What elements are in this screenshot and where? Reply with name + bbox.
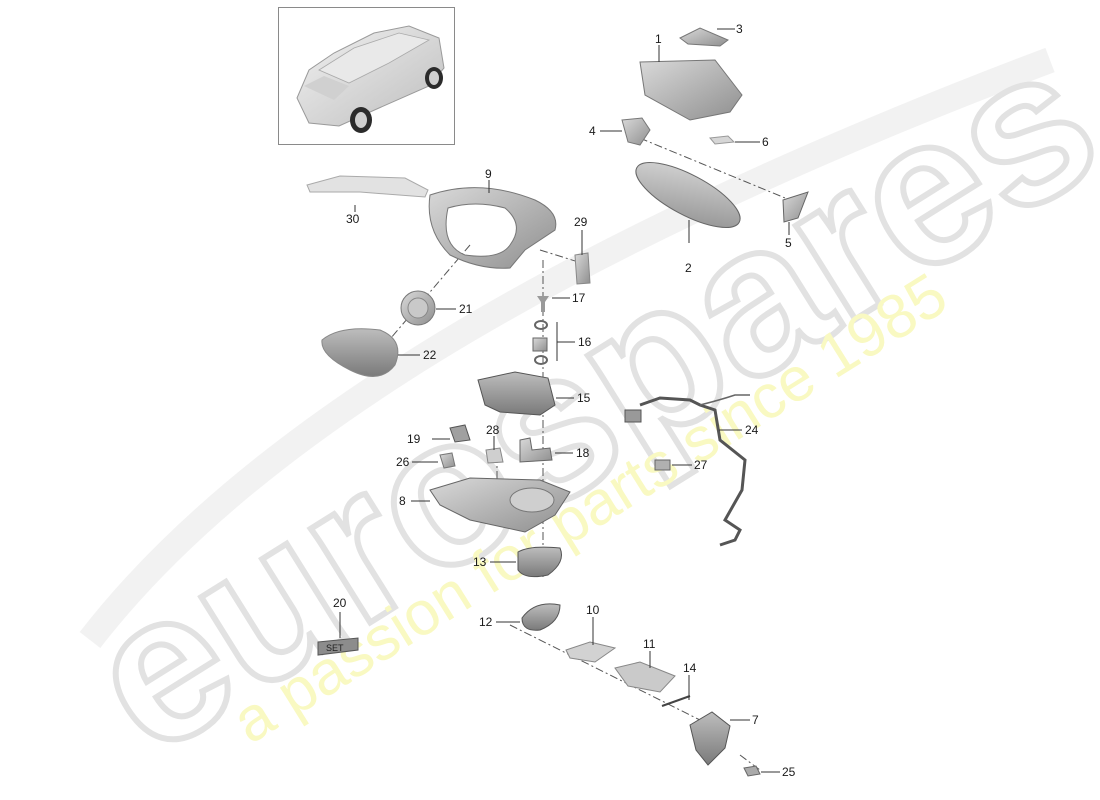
part-14 (661, 695, 691, 707)
callout-18[interactable]: 18 (576, 446, 590, 460)
callout-15[interactable]: 15 (577, 391, 591, 405)
part-5 (782, 191, 809, 223)
part-20 (317, 637, 359, 656)
callout-6[interactable]: 6 (762, 135, 769, 149)
callout-12[interactable]: 12 (479, 615, 493, 629)
part-10 (565, 641, 617, 663)
callout-24[interactable]: 24 (745, 423, 759, 437)
callout-2[interactable]: 2 (685, 261, 692, 275)
part-16 (532, 337, 548, 352)
part-24 (639, 396, 747, 547)
callout-14[interactable]: 14 (683, 661, 697, 675)
callout-16[interactable]: 16 (578, 335, 592, 349)
callout-4[interactable]: 4 (589, 124, 596, 138)
part-30 (306, 175, 429, 198)
part-16-ring (534, 320, 548, 330)
part-7 (689, 711, 731, 766)
part-9 (428, 187, 557, 269)
vehicle-thumbnail (278, 7, 455, 145)
callout-20[interactable]: 20 (333, 596, 347, 610)
part-6 (709, 135, 736, 145)
part-15 (477, 371, 556, 416)
callout-29[interactable]: 29 (574, 215, 588, 229)
part-25 (743, 765, 761, 777)
part-12 (521, 603, 561, 631)
part-19 (449, 424, 471, 443)
callout-22[interactable]: 22 (423, 348, 437, 362)
callout-8[interactable]: 8 (399, 494, 406, 508)
part-11 (614, 661, 676, 693)
car-icon (296, 25, 445, 133)
callout-1[interactable]: 1 (655, 32, 662, 46)
part-22 (321, 328, 399, 377)
callout-10[interactable]: 10 (586, 603, 600, 617)
part-18 (519, 437, 553, 463)
part-1 (639, 59, 743, 121)
callout-11[interactable]: 11 (643, 637, 656, 651)
callout-25[interactable]: 25 (782, 765, 796, 779)
part-29 (574, 252, 591, 285)
part-2 (635, 162, 741, 228)
callout-17[interactable]: 17 (572, 291, 586, 305)
callout-13[interactable]: 13 (473, 555, 487, 569)
callout-19[interactable]: 19 (407, 432, 421, 446)
set-box-text: SET (326, 643, 344, 653)
part-28 (485, 447, 504, 464)
callout-27[interactable]: 27 (694, 458, 708, 472)
part-26 (439, 452, 456, 469)
callout-9[interactable]: 9 (485, 167, 492, 181)
callout-3[interactable]: 3 (736, 22, 743, 36)
part-3 (679, 27, 729, 47)
part-4 (621, 117, 651, 146)
callout-30[interactable]: 30 (346, 212, 360, 226)
part-13 (517, 546, 562, 578)
callout-21[interactable]: 21 (459, 302, 473, 316)
part-17 (537, 296, 549, 312)
callout-5[interactable]: 5 (785, 236, 792, 250)
callout-7[interactable]: 7 (752, 713, 759, 727)
callout-28[interactable]: 28 (486, 423, 500, 437)
part-27 (654, 459, 671, 471)
callout-26[interactable]: 26 (396, 455, 410, 469)
